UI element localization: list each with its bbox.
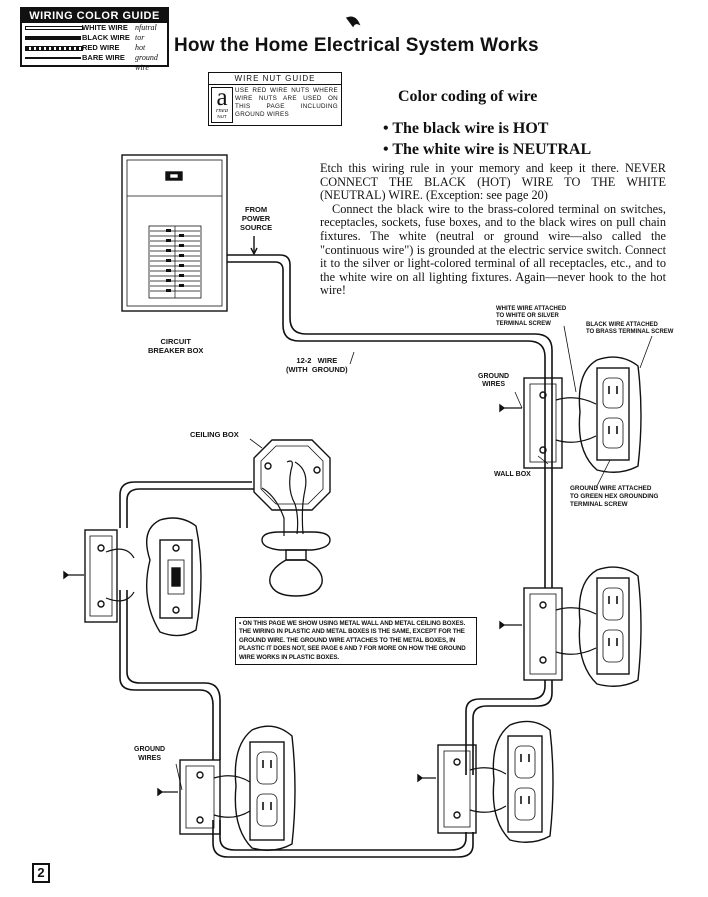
wiring-color-guide: WIRING COLOR GUIDE WHITE WIRE nfutral BL… <box>20 7 169 72</box>
guide-row-red: RED WIRE hot <box>22 43 167 53</box>
receptacle-bottom-left-icon <box>157 725 296 851</box>
wire-nut-guide-title: WIRE NUT GUIDE <box>209 73 341 85</box>
wire-nut-icon: a rnea NUT <box>211 84 233 123</box>
circuit-breaker-box-icon <box>121 154 228 312</box>
guide-row-abbr: nfutral <box>135 23 157 32</box>
guide-row-label: BLACK WIRE <box>82 33 130 42</box>
bare-wire-swatch <box>25 57 81 59</box>
wall-box-label: WALL BOX <box>494 471 531 478</box>
metal-box-note: • ON THIS PAGE WE SHOW USING METAL WALL … <box>235 617 477 665</box>
guide-row-bare: BARE WIRE ground wire <box>22 53 167 72</box>
page-number: 2 <box>32 863 50 883</box>
wire-nut-icon-color: rnea <box>216 107 228 114</box>
white-wire-swatch <box>25 26 83 30</box>
body-paragraph-connect: Connect the black wire to the brass-colo… <box>320 201 666 298</box>
guide-row-abbr: tor <box>135 33 145 42</box>
from-power-source-label: FROM POWER SOURCE <box>240 205 273 232</box>
guide-row-abbr: ground wire <box>135 53 158 72</box>
12-2-cable-run <box>119 254 553 858</box>
hot-wire-bullet: • The black wire is HOT <box>383 120 549 137</box>
wiring-color-guide-title: WIRING COLOR GUIDE <box>22 9 167 23</box>
receptacle-top-right-icon <box>499 356 642 473</box>
wire-nut-icon-sub: NUT <box>217 114 227 119</box>
circuit-breaker-box-label: CIRCUIT BREAKER BOX <box>148 337 204 355</box>
receptacle-middle-right-icon <box>499 566 642 687</box>
page-title: How the Home Electrical System Works <box>174 35 539 56</box>
switch-box-icon <box>63 517 202 637</box>
color-coding-heading: Color coding of wire <box>398 88 538 105</box>
guide-row-white: WHITE WIRE nfutral <box>22 23 167 33</box>
ceiling-box-icon <box>253 439 331 536</box>
ceiling-box-label: CEILING BOX <box>190 430 239 439</box>
ground-wires-right-label: GROUND WIRES <box>478 373 510 388</box>
ground-wire-attached-label: GROUND WIRE ATTACHED TO GREEN HEX GROUND… <box>570 485 659 508</box>
red-wire-swatch <box>25 46 83 51</box>
neutral-wire-bullet: • The white wire is NEUTRAL <box>383 141 592 158</box>
guide-row-label: RED WIRE <box>82 43 120 52</box>
guide-row-label: BARE WIRE <box>82 53 125 62</box>
guide-row-label: WHITE WIRE <box>82 23 128 32</box>
black-wire-swatch <box>25 36 81 40</box>
body-text: Etch this wiring rule in your memory and… <box>320 161 666 298</box>
receptacle-bottom-right-icon <box>417 720 554 843</box>
wire-nut-icon-letter: a <box>216 84 228 111</box>
ground-wires-left-label: GROUND WIRES <box>134 746 166 762</box>
white-wire-attached-label: WHITE WIRE ATTACHED TO WHITE OR SILVER T… <box>496 306 567 327</box>
wire-nut-guide-text: USE RED WIRE NUTS WHERE WIRE NUTS ARE US… <box>235 87 338 118</box>
body-paragraph-rule: Etch this wiring rule in your memory and… <box>320 161 666 203</box>
guide-row-black: BLACK WIRE tor <box>22 33 167 43</box>
wire-12-2-label: 12-2 WIRE (WITH GROUND) <box>286 356 348 374</box>
light-bulb-icon <box>261 531 331 597</box>
logo-mark-icon <box>345 16 361 28</box>
wire-nut-guide: WIRE NUT GUIDE a rnea NUT USE RED WIRE N… <box>208 72 342 126</box>
black-wire-attached-label: BLACK WIRE ATTACHED TO BRASS TERMINAL SC… <box>586 322 674 336</box>
guide-row-abbr: hot <box>135 43 146 52</box>
